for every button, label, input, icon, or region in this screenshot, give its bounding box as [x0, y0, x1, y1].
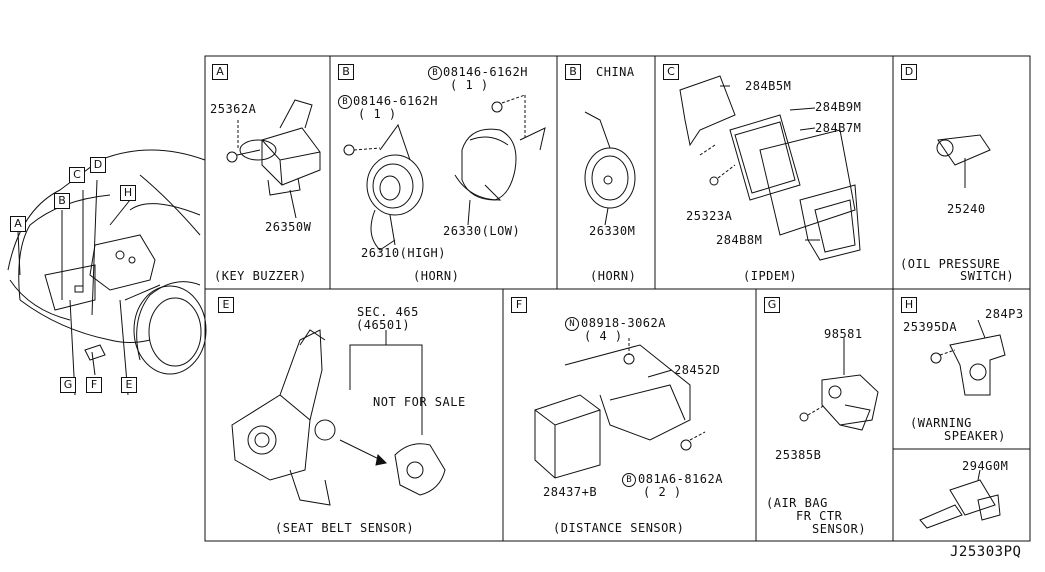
bolt-ref-08146-6162h-2[interactable]: 08146-6162H	[353, 94, 438, 108]
horn-low-drawing	[454, 94, 546, 226]
ipdm-drawing	[679, 75, 861, 261]
panel-d-letter: D	[901, 64, 917, 80]
nut-qty: ( 4 )	[584, 329, 623, 343]
panel-g-letter: G	[764, 297, 780, 313]
bolt-mark-icon: B	[338, 95, 352, 109]
part-26330m[interactable]: 26330M	[589, 224, 636, 238]
note-not-for-sale: NOT FOR SALE	[373, 395, 466, 409]
part-25240[interactable]: 25240	[947, 202, 986, 216]
panel-f-letter: F	[511, 297, 527, 313]
panel-b-letter: B	[338, 64, 354, 80]
part-25362a[interactable]: 25362A	[210, 102, 257, 116]
caption-sensor: SENSOR)	[812, 522, 867, 536]
part-284b8m[interactable]: 284B8M	[716, 233, 763, 247]
locator-tag-c[interactable]: C	[69, 167, 85, 183]
part-26330-low[interactable]: 26330(LOW)	[443, 224, 521, 238]
part-284b7m[interactable]: 284B7M	[815, 121, 862, 135]
locator-tag-b[interactable]: B	[54, 193, 70, 209]
part-28452d[interactable]: 28452D	[674, 363, 721, 377]
connector-294g0m-drawing	[919, 469, 1001, 529]
panel-a-letter: A	[212, 64, 228, 80]
bolt-mark-icon: B	[428, 66, 442, 80]
nut-mark-icon: N	[565, 317, 579, 331]
panel-b2-letter: B	[565, 64, 581, 80]
caption-fr-ctr: FR CTR	[796, 509, 843, 523]
bolt-qty: ( 1 )	[450, 78, 489, 92]
section-ref-46501: (46501)	[356, 318, 411, 332]
part-26350w[interactable]: 26350W	[265, 220, 312, 234]
caption-key-buzzer: (KEY BUZZER)	[214, 269, 307, 283]
caption-air-bag: (AIR BAG	[766, 496, 828, 510]
warning-speaker-drawing	[930, 319, 1006, 396]
part-294g0m[interactable]: 294G0M	[962, 459, 1009, 473]
panel-c-letter: C	[663, 64, 679, 80]
part-284b5m[interactable]: 284B5M	[745, 79, 792, 93]
diagram-id: J25303PQ	[950, 544, 1022, 560]
locator-tag-f[interactable]: F	[86, 377, 102, 393]
part-98581[interactable]: 98581	[824, 327, 863, 341]
caption-speaker: SPEAKER)	[944, 429, 1006, 443]
part-25323a[interactable]: 25323A	[686, 209, 733, 223]
part-28437-b[interactable]: 28437+B	[543, 485, 598, 499]
caption-ipdem: (IPDEM)	[743, 269, 798, 283]
note-china: CHINA	[596, 65, 635, 79]
locator-tag-a[interactable]: A	[10, 216, 26, 232]
caption-horn: (HORN)	[413, 269, 460, 283]
horn-high-drawing	[343, 123, 424, 251]
vehicle-overview-illustration	[7, 149, 207, 396]
part-25395da[interactable]: 25395DA	[903, 320, 958, 334]
bolt-ref-08146-6162h[interactable]: 08146-6162H	[443, 65, 528, 79]
caption-warning: (WARNING	[910, 416, 972, 430]
seat-belt-sensor-drawing	[231, 329, 446, 506]
locator-tag-d[interactable]: D	[90, 157, 106, 173]
part-284p3[interactable]: 284P3	[985, 307, 1024, 321]
caption-distance-sensor: (DISTANCE SENSOR)	[553, 521, 685, 535]
bolt-qty-f: ( 2 )	[643, 485, 682, 499]
part-26310-high[interactable]: 26310(HIGH)	[361, 246, 446, 260]
caption-oil-pressure: (OIL PRESSURE	[900, 257, 1001, 271]
part-25385b[interactable]: 25385B	[775, 448, 822, 462]
locator-tag-g[interactable]: G	[60, 377, 76, 393]
caption-switch: SWITCH)	[960, 269, 1015, 283]
bolt-mark-icon: B	[622, 473, 636, 487]
part-284b9m[interactable]: 284B9M	[815, 100, 862, 114]
horn-china-drawing	[584, 111, 636, 226]
nut-ref-08918-3062a[interactable]: 08918-3062A	[581, 316, 666, 330]
caption-horn-china: (HORN)	[590, 269, 637, 283]
oil-pressure-switch-drawing	[239, 134, 991, 188]
caption-seat-belt-sensor: (SEAT BELT SENSOR)	[275, 521, 415, 535]
panel-e-letter: E	[218, 297, 234, 313]
bolt-ref-081a6-8162a[interactable]: 081A6-8162A	[638, 472, 723, 486]
airbag-sensor-drawing	[799, 338, 879, 431]
distance-sensor-drawing	[534, 338, 706, 479]
locator-tag-e[interactable]: E	[121, 377, 137, 393]
key-buzzer-drawing	[226, 99, 321, 219]
section-ref-465[interactable]: SEC. 465	[357, 305, 419, 319]
bolt-qty-2: ( 1 )	[358, 107, 397, 121]
locator-tag-h[interactable]: H	[120, 185, 136, 201]
panel-h-letter: H	[901, 297, 917, 313]
